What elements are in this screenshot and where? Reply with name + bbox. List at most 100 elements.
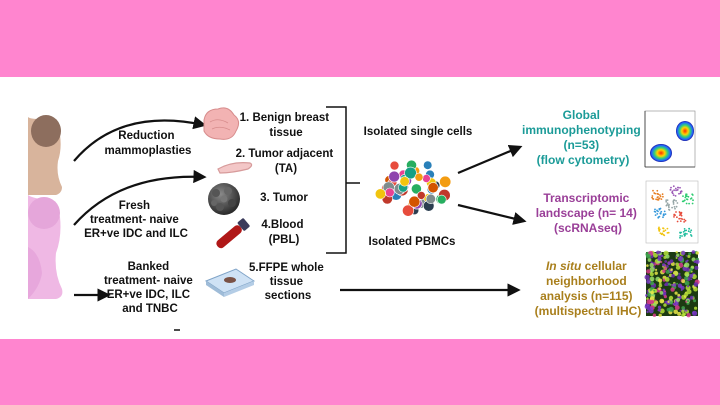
tsne-point xyxy=(664,213,667,216)
ihc-speckle xyxy=(676,282,679,285)
source-fresh-label: Fresh treatment- naive ER+ve IDC and ILC xyxy=(84,200,188,240)
ihc-speckle xyxy=(685,300,688,303)
cell-dot xyxy=(416,191,426,200)
tsne-point xyxy=(678,211,681,213)
tsne-point xyxy=(656,189,659,192)
ihc-speckle xyxy=(647,292,652,297)
ihc-speckle xyxy=(676,253,680,257)
cell-dot xyxy=(404,166,417,180)
workflow-diagram: Reduction mammoplasties Fresh treatment-… xyxy=(28,106,700,331)
blood-tube-icon xyxy=(216,218,250,249)
ihc-speckle xyxy=(657,305,662,309)
source-banked-label: Banked treatment- naive ER+ve IDC, ILC a… xyxy=(104,261,196,315)
tsne-point xyxy=(676,216,678,219)
ihc-speckle xyxy=(678,272,681,275)
ihc-speckle xyxy=(667,261,671,265)
ihc-speckle xyxy=(668,273,673,277)
tsne-point xyxy=(671,206,673,209)
tsne-point xyxy=(683,233,685,236)
ihc-speckle xyxy=(690,278,693,280)
ihc-speckle xyxy=(684,262,690,268)
ihc-speckle xyxy=(681,279,686,284)
tsne-point xyxy=(685,229,688,232)
sample-4-label: 4.Blood (PBL) xyxy=(261,219,306,246)
tsne-point xyxy=(651,195,654,197)
ihc-speckle xyxy=(689,295,694,300)
ihc-speckle xyxy=(646,290,649,292)
tsne-point xyxy=(690,234,692,236)
output-transcriptomic-label: Transcriptomic landscape (n= 14) (scRNAs… xyxy=(536,191,640,235)
ihc-speckle xyxy=(676,297,681,302)
tsne-point xyxy=(656,209,658,212)
tsne-point xyxy=(670,186,672,189)
ihc-speckle xyxy=(649,266,655,272)
cell-dot xyxy=(422,174,431,183)
benign-tissue-icon xyxy=(203,107,240,140)
tsne-point xyxy=(687,195,690,198)
ihc-speckle xyxy=(658,278,663,283)
tsne-point xyxy=(679,220,682,223)
tsne-point xyxy=(662,233,665,236)
tsne-point xyxy=(675,211,677,213)
ihc-speckle xyxy=(684,267,690,272)
tsne-point xyxy=(668,209,671,211)
tsne-point xyxy=(659,232,662,235)
cell-dot xyxy=(423,160,433,170)
ihc-speckle xyxy=(681,250,686,256)
ihc-speckle xyxy=(655,268,658,271)
tsne-point xyxy=(680,231,682,234)
ihc-speckle xyxy=(650,290,655,295)
ihc-speckle xyxy=(675,257,678,259)
tsne-point xyxy=(678,217,681,220)
ihc-speckle xyxy=(654,271,658,275)
tsne-point xyxy=(688,227,691,230)
tsne-point xyxy=(658,229,661,232)
tsne-point xyxy=(683,229,686,232)
tsne-point xyxy=(662,230,665,233)
tsne-point xyxy=(659,194,661,196)
ihc-speckle xyxy=(665,269,670,274)
ihc-speckle xyxy=(650,299,655,304)
cell-dot xyxy=(399,176,410,187)
tsne-point xyxy=(663,214,665,217)
ihc-speckle xyxy=(662,288,666,292)
ihc-speckle xyxy=(662,263,666,267)
tsne-point xyxy=(668,206,670,209)
tsne-point xyxy=(656,213,659,215)
ihc-speckle xyxy=(658,287,661,291)
tsne-point xyxy=(673,216,675,218)
tsne-point xyxy=(661,232,664,235)
tsne-point xyxy=(658,197,661,200)
tsne-point xyxy=(664,229,667,232)
tsne-point xyxy=(666,232,669,234)
ihc-speckle xyxy=(646,264,649,267)
ihc-speckle xyxy=(668,306,674,312)
tsne-point xyxy=(657,199,660,201)
tsne-point xyxy=(683,228,686,230)
tsne-point xyxy=(680,212,682,215)
ihc-speckle xyxy=(689,268,693,271)
tsne-point xyxy=(657,216,660,219)
top-pink-band xyxy=(0,0,720,77)
ihc-speckle xyxy=(685,309,688,312)
ihc-speckle xyxy=(687,285,690,288)
ihc-speckle xyxy=(661,254,664,257)
tsne-point xyxy=(686,233,688,235)
tsne-point xyxy=(674,207,676,210)
tsne-point xyxy=(662,216,664,219)
ihc-speckle xyxy=(689,273,694,278)
sample-1-label: 1. Benign breast tissue xyxy=(240,112,333,139)
tsne-point xyxy=(665,199,668,202)
ihc-speckle xyxy=(674,291,678,295)
tsne-point xyxy=(675,200,677,202)
ihc-speckle xyxy=(686,289,692,295)
tsne-point xyxy=(683,218,686,221)
bracket-line xyxy=(326,106,347,254)
ihc-speckle xyxy=(650,270,653,273)
ihc-speckle xyxy=(693,299,697,303)
ihc-speckle xyxy=(686,299,690,303)
tsne-point xyxy=(679,192,682,195)
ihc-speckle xyxy=(665,254,670,259)
cell-dot xyxy=(389,160,400,171)
ihc-speckle xyxy=(678,256,683,262)
